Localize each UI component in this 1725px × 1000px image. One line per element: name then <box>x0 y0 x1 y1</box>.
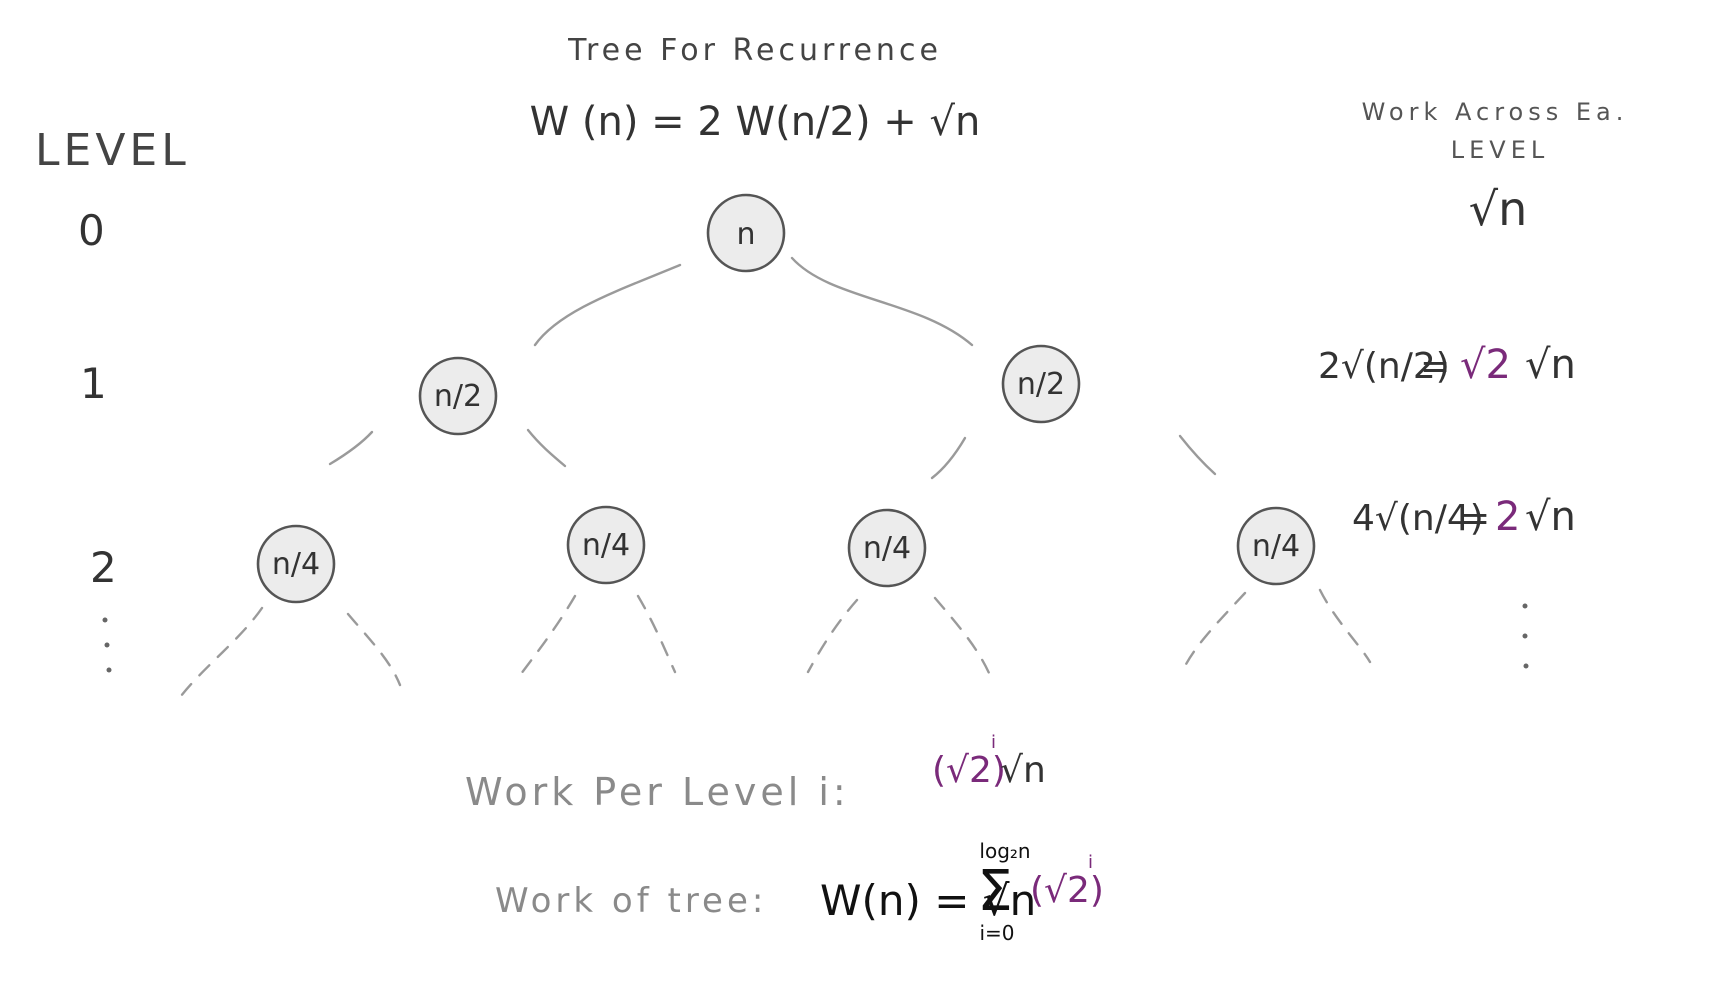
node-label: n/4 <box>272 547 320 582</box>
tree-edges <box>176 256 1372 702</box>
work-level-1-coeff: √2 <box>1460 342 1511 388</box>
work-per-level-exponent: i <box>991 732 996 753</box>
work-level-2: 4√(n/4) = 2 √n <box>1352 494 1576 540</box>
work-column-continuation-dots <box>1522 603 1529 669</box>
level-header: LEVEL <box>35 125 190 176</box>
level-continuation-dots <box>102 617 112 673</box>
work-of-tree-lhs: W(n) = √n <box>820 876 1036 925</box>
work-level-2-coeff: 2 <box>1495 494 1520 540</box>
recurrence-equation: W (n) = 2 W(n/2) + √n <box>530 99 981 145</box>
tree-node-level2-3: n/4 <box>847 508 927 588</box>
work-level-2-tail: √n <box>1525 494 1576 540</box>
work-level-2-equals: = <box>1460 498 1490 539</box>
edge-l1b-right <box>1178 434 1217 476</box>
dash-n4a-left <box>176 606 264 702</box>
sum-upper-limit: log₂n <box>979 839 1030 863</box>
work-per-level-expression: (√2) i √n <box>932 732 1046 791</box>
dash-n4a-right <box>346 612 402 687</box>
diagram-title: Tree For Recurrence <box>567 33 942 68</box>
dash-n4c-right <box>933 596 994 682</box>
dash-n4d-left <box>1181 591 1247 672</box>
dash-n4c-left <box>806 598 859 674</box>
work-of-tree-expression: W(n) = √n log₂n Σ i=0 (√2) i <box>820 839 1104 945</box>
tree-node-level2-4: n/4 <box>1236 506 1316 586</box>
level-1-label: 1 <box>80 359 107 408</box>
work-level-1: 2√(n/2) = √2 √n <box>1318 342 1576 388</box>
dash-n4b-right <box>636 594 677 674</box>
sum-term-exponent: i <box>1088 852 1093 873</box>
level-2-label: 2 <box>90 543 117 592</box>
work-level-0: √n <box>1469 182 1527 236</box>
work-across-header-level: LEVEL <box>1451 136 1550 164</box>
node-label: n/2 <box>1017 367 1065 402</box>
tree-node-level2-1: n/4 <box>256 524 336 604</box>
work-level-1-equals: = <box>1420 346 1450 387</box>
edge-root-right <box>790 256 974 347</box>
work-per-level-tail: √n <box>1000 750 1046 791</box>
work-level-1-tail: √n <box>1525 342 1576 388</box>
dash-n4d-right <box>1318 588 1372 664</box>
sum-term: (√2) <box>1030 870 1104 911</box>
work-of-tree-label: Work of tree: <box>495 881 767 921</box>
edge-l1a-left <box>328 430 374 466</box>
tree-node-root: n <box>706 193 786 273</box>
dash-n4b-left <box>516 594 577 680</box>
tree-node-level1-left: n/2 <box>418 356 498 436</box>
edge-l1a-right <box>526 428 567 468</box>
node-label: n/4 <box>1252 529 1300 564</box>
work-level-2-lhs: 4√(n/4) <box>1352 498 1484 539</box>
sum-lower-limit: i=0 <box>979 921 1014 945</box>
tree-node-level1-right: n/2 <box>1001 344 1081 424</box>
work-level-1-lhs: 2√(n/2) <box>1318 346 1450 387</box>
node-label: n/4 <box>582 528 630 563</box>
work-per-level-coeff: (√2) <box>932 750 1006 791</box>
tree-node-level2-2: n/4 <box>566 505 646 585</box>
work-per-level-label: Work Per Level i: <box>465 770 850 814</box>
node-label: n/2 <box>434 379 482 414</box>
edge-l1b-left <box>930 436 967 480</box>
node-label: n <box>736 217 755 252</box>
node-label: n/4 <box>863 531 911 566</box>
sum-symbol: Σ <box>977 859 1012 924</box>
work-across-header: Work Across Ea. <box>1362 98 1629 126</box>
edge-root-left <box>533 263 682 347</box>
level-0-label: 0 <box>78 206 105 255</box>
